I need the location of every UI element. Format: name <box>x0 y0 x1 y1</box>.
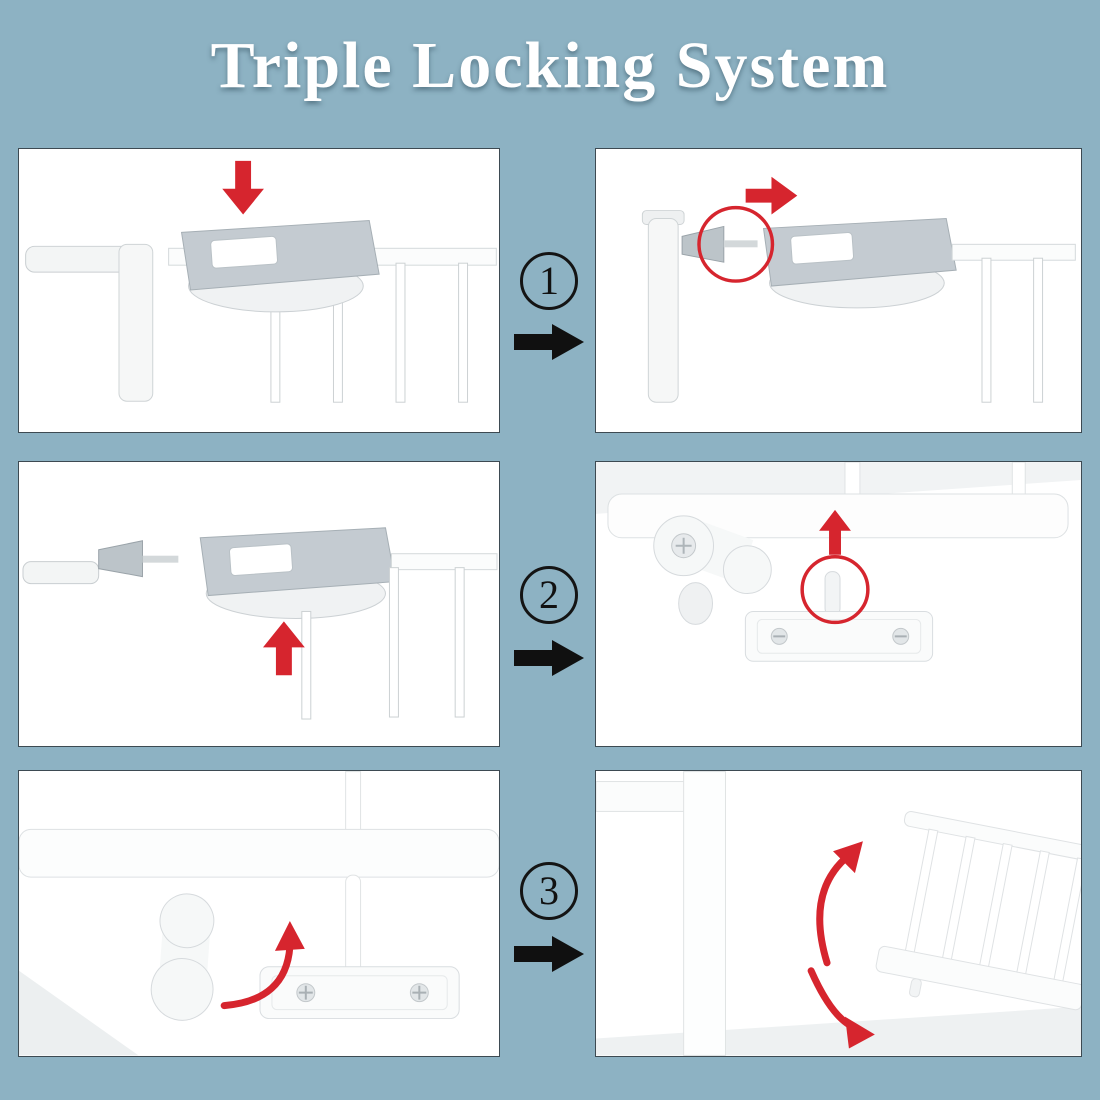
bottom-pin-lock-illustration <box>596 462 1081 746</box>
bottom-lever-rotate-illustration <box>19 771 499 1056</box>
step2-before-panel <box>18 461 500 747</box>
red-up-arrow-icon <box>819 509 851 555</box>
page-title: Triple Locking System <box>210 29 890 102</box>
red-curved-arrow-icon <box>220 920 305 1010</box>
step-2-badge: 2 <box>520 566 578 624</box>
step3-before-panel <box>18 770 500 1057</box>
step-3-number: 3 <box>539 868 559 913</box>
flow-arrow-icon <box>514 324 584 360</box>
flow-arrow-icon <box>514 640 584 676</box>
gate-latch-press-illustration <box>19 149 499 432</box>
step-3-badge: 3 <box>520 862 578 920</box>
step-1-badge: 1 <box>520 252 578 310</box>
gate-swing-open-illustration <box>596 771 1081 1056</box>
red-right-arrow-icon <box>745 176 798 215</box>
red-up-arrow-icon <box>262 621 305 676</box>
red-down-arrow-icon <box>222 160 264 215</box>
red-highlight-circle <box>697 205 775 283</box>
red-highlight-circle <box>800 554 870 625</box>
gate-latch-lift-illustration <box>19 462 499 746</box>
step1-after-panel <box>595 148 1082 433</box>
red-curved-arrow-up-icon <box>816 841 863 967</box>
step3-after-panel <box>595 770 1082 1057</box>
gate-latch-slide-illustration <box>596 149 1081 432</box>
red-curved-arrow-down-icon <box>807 967 875 1049</box>
step-1-number: 1 <box>539 258 559 303</box>
step-2-number: 2 <box>539 572 559 617</box>
flow-arrow-icon <box>514 936 584 972</box>
step1-before-panel <box>18 148 500 433</box>
step2-after-panel <box>595 461 1082 747</box>
